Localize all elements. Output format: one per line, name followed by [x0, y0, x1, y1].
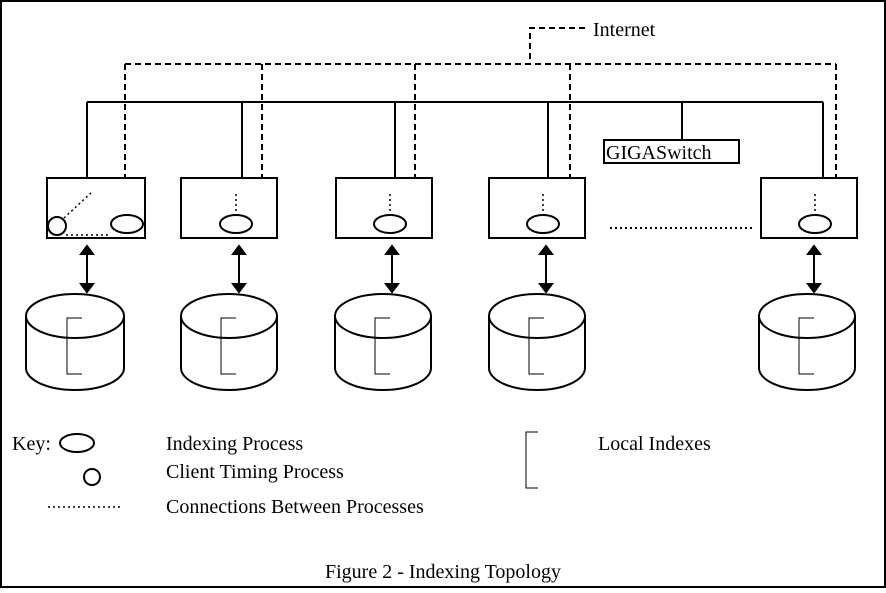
indexing-process-icon	[59, 433, 95, 453]
node-4	[488, 177, 586, 239]
local-indexes-icon	[374, 317, 390, 375]
disk-top	[334, 293, 432, 339]
double-arrow-icon	[538, 244, 554, 294]
disk-2	[180, 293, 278, 391]
disk-top	[758, 293, 856, 339]
local-indexes-icon	[525, 431, 538, 489]
node-2	[180, 177, 278, 239]
gigaswitch-label: GIGASwitch	[606, 142, 712, 164]
indexing-process-icon	[373, 214, 407, 234]
legend-indexing-process: Indexing Process	[166, 433, 303, 455]
legend-connections: Connections Between Processes	[166, 496, 424, 518]
disk-top	[180, 293, 278, 339]
indexing-process-icon	[110, 214, 144, 234]
client-timing-process-icon	[47, 216, 67, 236]
disk-top	[25, 293, 125, 339]
local-indexes-icon	[220, 317, 236, 375]
disk-1	[25, 293, 125, 391]
legend-title: Key:	[12, 433, 51, 455]
indexing-process-icon	[526, 214, 560, 234]
double-arrow-icon	[79, 244, 95, 294]
double-arrow-icon	[806, 244, 822, 294]
disk-3	[334, 293, 432, 391]
client-timing-process-icon	[83, 468, 101, 486]
process-connection	[63, 191, 93, 219]
local-indexes-icon	[528, 317, 544, 375]
node-1	[46, 177, 146, 239]
node-disk-arrows	[79, 244, 822, 294]
local-indexes-icon	[798, 317, 814, 375]
disk-top	[488, 293, 586, 339]
legend-local-indexes: Local Indexes	[598, 433, 711, 455]
gigaswitch-box	[603, 139, 740, 164]
internet-uplink	[529, 27, 585, 64]
indexing-process-icon	[798, 214, 832, 234]
local-indexes-icon	[66, 317, 82, 375]
double-arrow-icon	[384, 244, 400, 294]
gigaswitch-bus-lines	[86, 101, 824, 178]
node-5	[760, 177, 858, 239]
double-arrow-icon	[231, 244, 247, 294]
internet-dashed-network	[124, 27, 837, 178]
node-3	[335, 177, 433, 239]
internet-label: Internet	[593, 19, 656, 41]
indexing-process-icon	[219, 214, 253, 234]
disk-5	[758, 293, 856, 391]
figure-caption: Figure 2 - Indexing Topology	[325, 561, 561, 583]
legend: Key: Indexing Process Client Timing Proc…	[12, 431, 711, 518]
disk-4	[488, 293, 586, 391]
legend-client-timing-process: Client Timing Process	[166, 461, 344, 483]
